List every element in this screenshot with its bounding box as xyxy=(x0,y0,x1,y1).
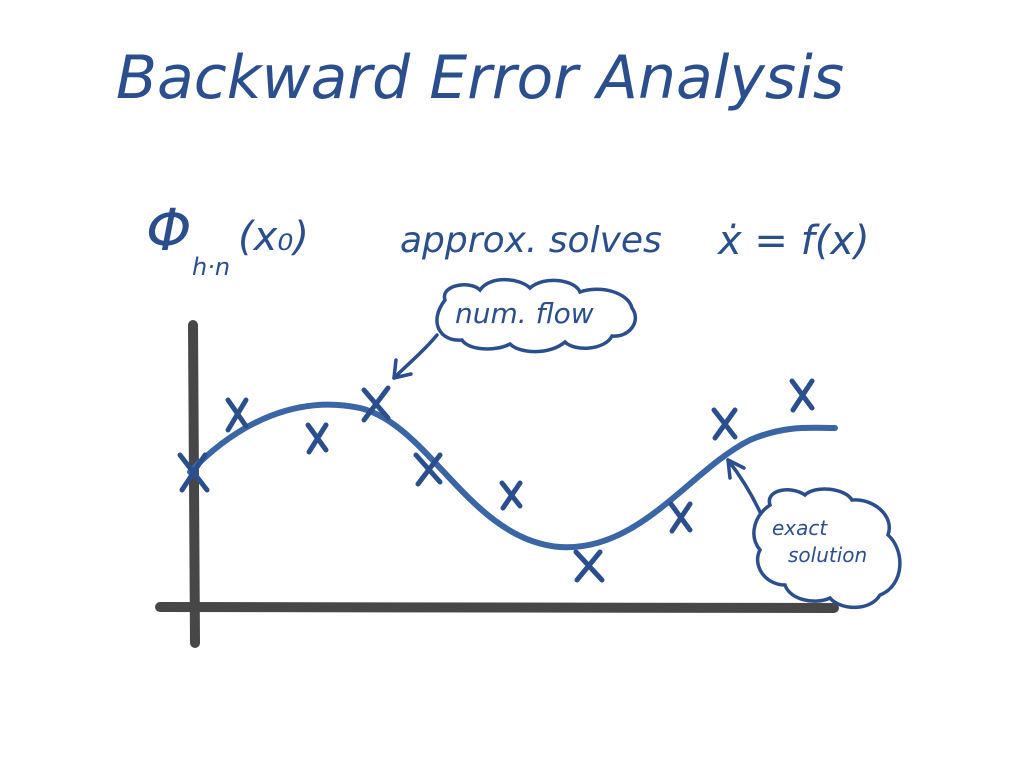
phi-symbol: Φ xyxy=(146,196,192,264)
exact-label-line2: solution xyxy=(788,543,867,567)
axes xyxy=(155,320,839,648)
numerical-point xyxy=(789,378,815,413)
numerical-point xyxy=(413,452,443,487)
num-flow-cloud xyxy=(435,277,638,354)
numerical-point xyxy=(305,422,329,455)
title: Backward Error Analysis xyxy=(116,43,844,113)
numerical-point xyxy=(225,397,249,433)
phi-argument: (x₀) xyxy=(238,214,309,260)
numerical-point xyxy=(499,480,523,511)
numerical-point xyxy=(177,452,210,493)
numerical-point xyxy=(573,549,605,583)
exact-label-line1: exact xyxy=(772,516,828,540)
num-flow-arrow xyxy=(392,333,439,380)
x-axis xyxy=(155,602,839,613)
num-flow-label: num. flow xyxy=(455,297,594,330)
numerical-point xyxy=(668,501,693,534)
exact-solution-curve xyxy=(187,401,838,551)
exact-solution-arrow xyxy=(726,458,762,514)
exact-solution-cloud xyxy=(752,487,902,610)
phi-subscript: h·n xyxy=(192,253,230,281)
numerical-point xyxy=(361,385,391,423)
y-axis xyxy=(188,320,200,648)
numerical-point xyxy=(711,407,738,441)
approx-solves-text: approx. solves xyxy=(400,220,662,261)
ode-text: ẋ = f(x) xyxy=(716,218,870,264)
